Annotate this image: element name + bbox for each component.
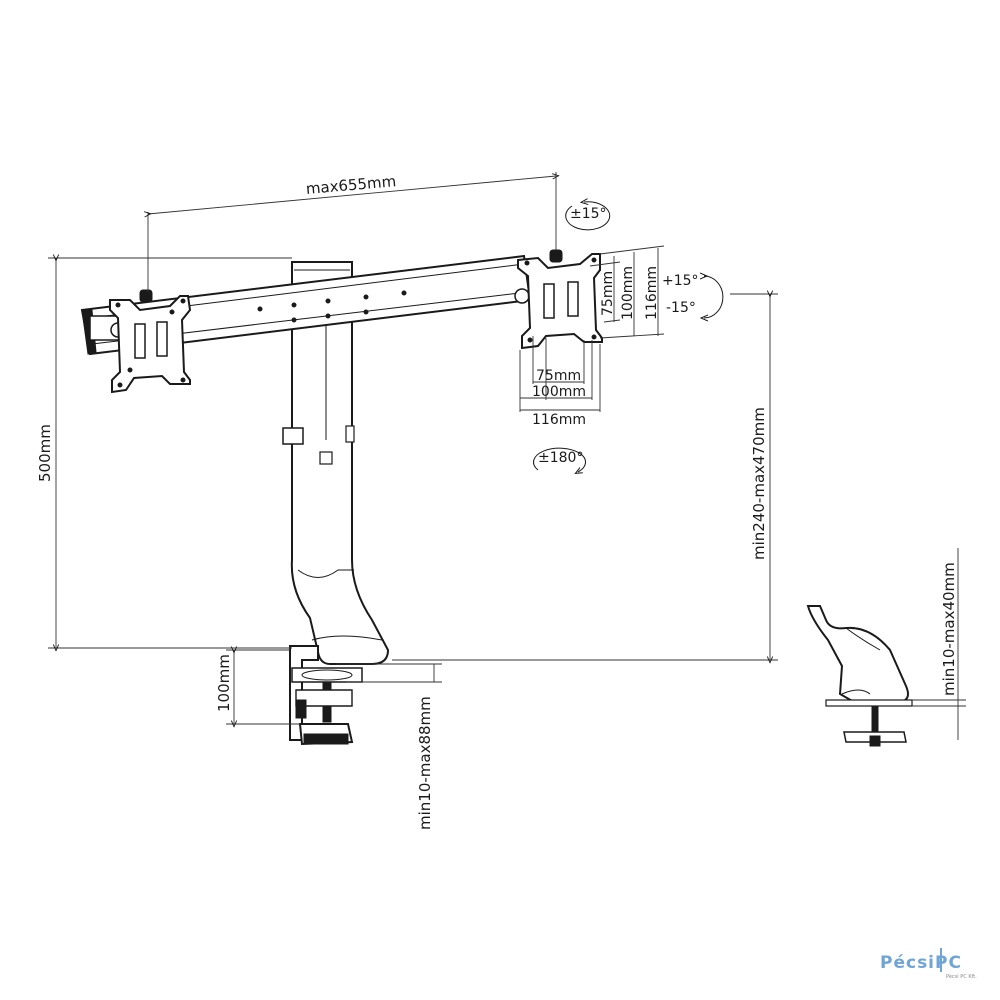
vesa-116-v-label: 116mm [644, 266, 660, 320]
tilt-up-label: +15° [662, 273, 699, 289]
rotate-label: ±180° [538, 450, 583, 466]
dim-pole-adjust: min240-max470mm [392, 294, 778, 660]
grommet-thickness-label: min10-max40mm [940, 562, 958, 696]
tilt-indicator: +15° -15° [662, 273, 724, 318]
dim-clamp-thickness: min10-max88mm [336, 663, 442, 830]
rotate-indicator: ±180° [533, 447, 587, 472]
pole-adjust-label: min240-max470mm [750, 407, 768, 560]
clamp-thickness-label: min10-max88mm [416, 696, 434, 830]
logo-tagline: Pécsi PC Kft. [946, 973, 977, 980]
dim-clamp-height: 100mm [215, 650, 300, 724]
brand-logo: PécsiPC Pécsi PC Kft. [880, 948, 977, 980]
pole [282, 261, 390, 665]
dim-vesa-horizontal: 75mm 100mm 116mm [519, 336, 601, 428]
vesa-75-v-label: 75mm [600, 271, 616, 316]
left-vesa-plate [109, 289, 192, 394]
swivel-label: ±15° [570, 206, 607, 222]
desk-clamp [289, 645, 363, 746]
vesa-75-h-label: 75mm [536, 368, 581, 384]
dim-height-total: 500mm [36, 258, 292, 648]
dim-grommet-thickness: min10-max40mm [912, 548, 966, 740]
height-total-label: 500mm [36, 424, 54, 482]
logo-text: PécsiPC [880, 953, 962, 973]
right-vesa-plate [517, 249, 603, 350]
swivel-indicator: ±15° [565, 202, 611, 231]
dim-vesa-vertical: 75mm 100mm 116mm [589, 245, 665, 339]
arm-span-label: max655mm [305, 172, 397, 198]
clamp-height-label: 100mm [215, 654, 233, 712]
vesa-100-h-label: 100mm [532, 384, 586, 400]
tilt-down-label: -15° [666, 300, 696, 316]
vesa-116-h-label: 116mm [532, 412, 586, 428]
vesa-100-v-label: 100mm [620, 266, 636, 320]
grommet-detail [806, 605, 913, 747]
